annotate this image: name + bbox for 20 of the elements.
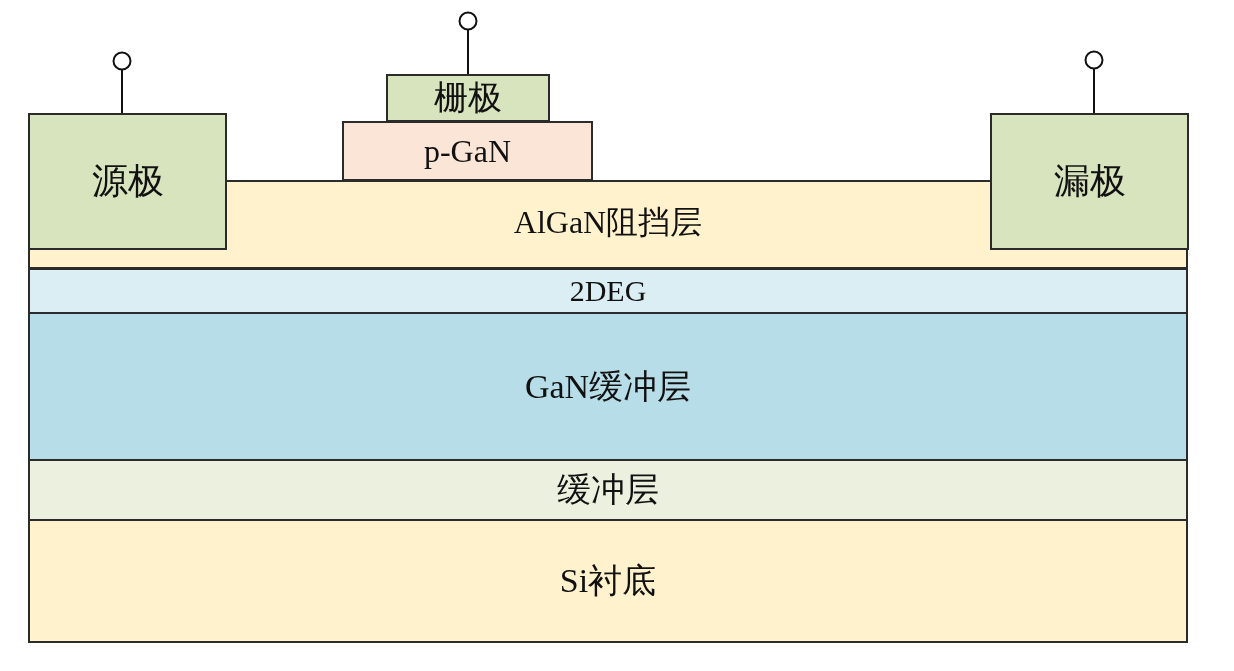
terminal-wire (1093, 68, 1095, 114)
layer-label: Si衬底 (559, 561, 657, 601)
layer-label: GaN缓冲层 (524, 366, 692, 407)
terminal-wire (121, 69, 123, 114)
substrate-layer (28, 519, 1188, 643)
layer-label: AlGaN阻挡层 (513, 203, 703, 242)
channel-layer (28, 268, 1188, 314)
gate-electrode (386, 74, 550, 122)
layer-label: 漏极 (1053, 160, 1126, 203)
layer-label: 源极 (91, 160, 164, 203)
source-electrode (28, 113, 227, 250)
p-gan-layer (342, 121, 593, 181)
buffer-layer (28, 312, 1188, 461)
buffer-layer (28, 459, 1188, 521)
drain-electrode (990, 113, 1189, 250)
layer-label: 缓冲层 (557, 470, 659, 510)
layer-label: p-GaN (423, 132, 512, 170)
layer-label: 2DEG (569, 274, 647, 308)
layer-label: 栅极 (434, 78, 502, 118)
terminal-wire (467, 29, 469, 75)
